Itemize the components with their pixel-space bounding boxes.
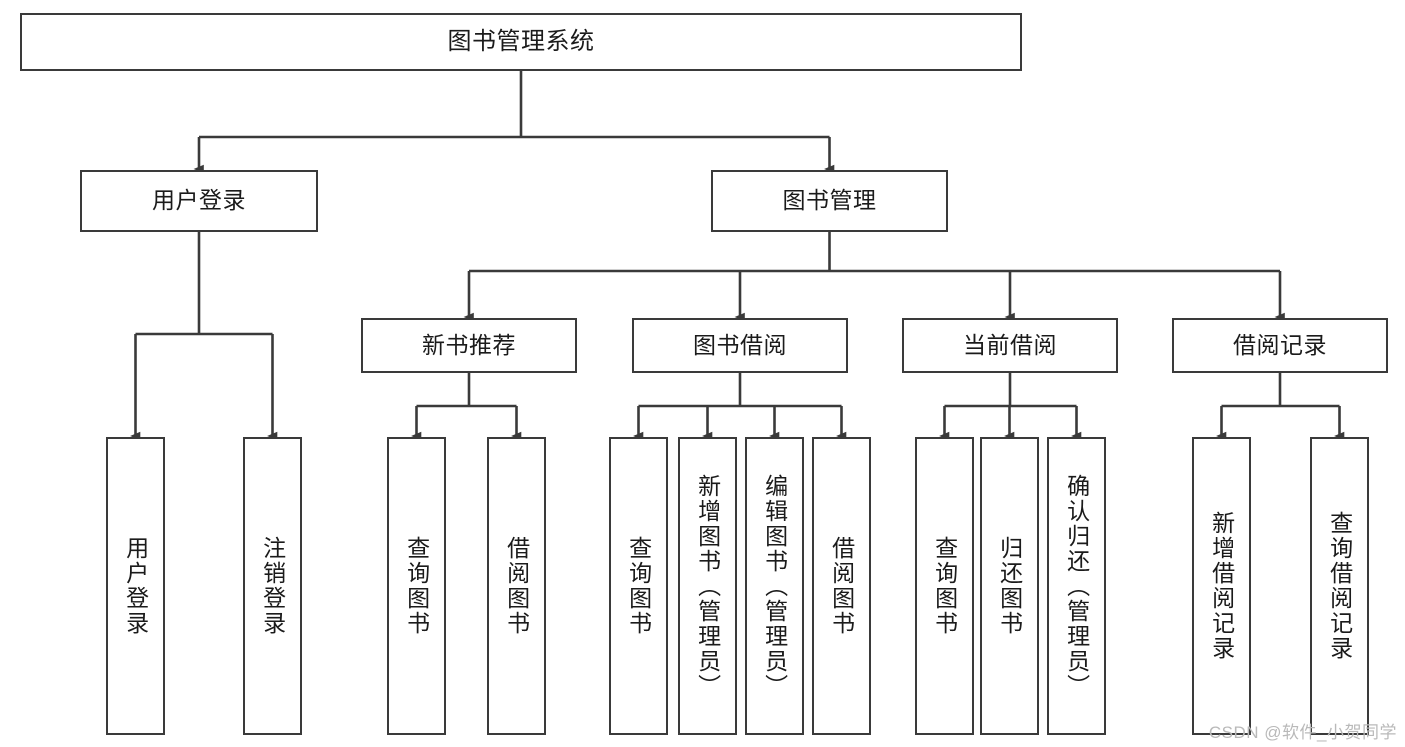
- node-l-bbook1[interactable]: 借阅图书: [487, 437, 546, 735]
- node-l-qbook2[interactable]: 查询图书: [609, 437, 668, 735]
- node-l-bbook2[interactable]: 借阅图书: [812, 437, 871, 735]
- node-l-editbook[interactable]: 编辑图书（管理员）: [745, 437, 804, 735]
- node-l-qbook3[interactable]: 查询图书: [915, 437, 974, 735]
- node-label-bookmgmt: 图书管理: [782, 187, 877, 214]
- node-label-borrow: 图书借阅: [693, 331, 787, 358]
- node-label-current: 当前借阅: [963, 331, 1057, 358]
- node-records[interactable]: 借阅记录: [1172, 318, 1388, 373]
- node-bookmgmt[interactable]: 图书管理: [711, 170, 948, 232]
- node-current[interactable]: 当前借阅: [902, 318, 1118, 373]
- watermark: CSDN @软件_小贺同学: [1208, 723, 1397, 742]
- node-login[interactable]: 用户登录: [80, 170, 318, 232]
- node-l-return[interactable]: 归还图书: [980, 437, 1039, 735]
- node-label-l-addrec: 新增借阅记录: [1208, 511, 1235, 661]
- node-l-confirm[interactable]: 确认归还（管理员）: [1047, 437, 1106, 735]
- node-l-addrec[interactable]: 新增借阅记录: [1192, 437, 1251, 735]
- node-label-l-bbook1: 借阅图书: [503, 536, 530, 636]
- node-label-newbook: 新书推荐: [422, 331, 516, 358]
- node-l-logout[interactable]: 注销登录: [243, 437, 302, 735]
- node-root[interactable]: 图书管理系统: [20, 13, 1022, 71]
- node-label-l-bbook2: 借阅图书: [828, 536, 855, 636]
- node-label-l-addbook: 新增图书（管理员）: [694, 473, 721, 699]
- node-l-qrec[interactable]: 查询借阅记录: [1310, 437, 1369, 735]
- node-label-records: 借阅记录: [1233, 331, 1327, 358]
- node-label-l-return: 归还图书: [996, 536, 1023, 636]
- node-label-l-qbook2: 查询图书: [625, 536, 652, 636]
- node-label-l-editbook: 编辑图书（管理员）: [761, 473, 788, 699]
- node-label-root: 图书管理系统: [447, 27, 595, 55]
- node-label-l-logout: 注销登录: [259, 536, 286, 636]
- node-label-l-qbook3: 查询图书: [931, 536, 958, 636]
- node-l-addbook[interactable]: 新增图书（管理员）: [678, 437, 737, 735]
- node-l-qbook1[interactable]: 查询图书: [387, 437, 446, 735]
- node-label-l-qbook1: 查询图书: [403, 536, 430, 636]
- node-l-login[interactable]: 用户登录: [106, 437, 165, 735]
- node-borrow[interactable]: 图书借阅: [632, 318, 848, 373]
- edge-group: [130, 71, 1345, 441]
- node-label-l-confirm: 确认归还（管理员）: [1063, 473, 1090, 699]
- node-newbook[interactable]: 新书推荐: [361, 318, 577, 373]
- node-label-l-login: 用户登录: [122, 536, 149, 636]
- node-label-l-qrec: 查询借阅记录: [1326, 511, 1353, 661]
- node-label-login: 用户登录: [152, 187, 246, 214]
